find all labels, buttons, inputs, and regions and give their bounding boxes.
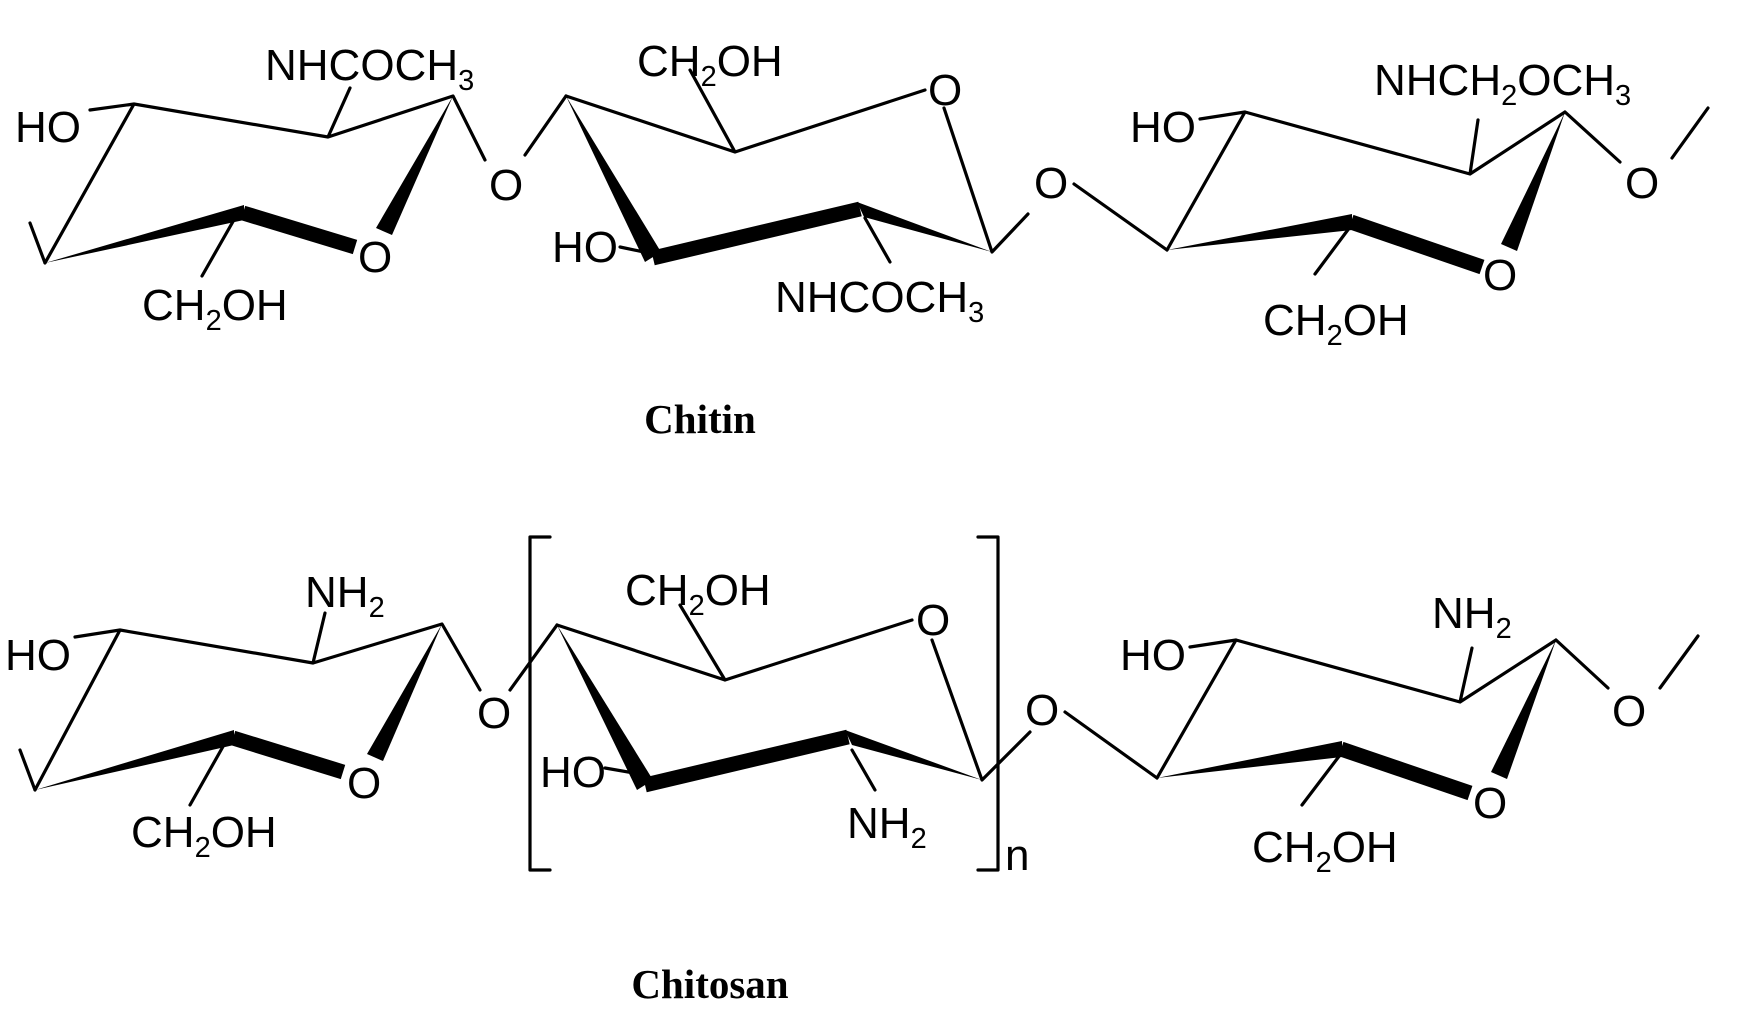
chitin-ring3-ch2oh-label: CH2OH [1263, 296, 1409, 352]
chitin-ring1-ho-label: HO [15, 103, 81, 152]
chitosan-structure: HO NH2 O CH2OH O n CH2OH O HO NH2 O [5, 535, 1700, 1007]
chitosan-ring-2: CH2OH O HO NH2 [540, 566, 1032, 855]
chitin-ring3-bold-bond [1348, 214, 1485, 275]
chitin-ring3-wedge-back [1167, 214, 1352, 250]
chitosan-ring1-bonds [18, 611, 482, 807]
chitosan-ring2-bold-bond [643, 729, 850, 793]
chitin-ring2-ch2oh-label: CH2OH [637, 37, 783, 93]
chitosan-link2-bond [1063, 710, 1159, 780]
chitin-ring1-wedge-back [45, 205, 244, 263]
chitosan-ring1-ch2oh-label: CH2OH [131, 808, 277, 864]
chitosan-ring3-wedge-back [1157, 741, 1342, 778]
chitosan-ring2-oxygen-label: O [916, 596, 950, 645]
chitin-ring3-ho-label: HO [1130, 103, 1196, 152]
chitosan-ring3-wedge-front [1491, 640, 1556, 779]
chitosan-ring3-nh2-label: NH2 [1432, 589, 1512, 645]
chitosan-ring2-ch2oh-label: CH2OH [625, 566, 771, 622]
chitosan-ring-3: HO NH2 O CH2OH O [1120, 589, 1700, 879]
chitosan-ring1-oxygen-label: O [347, 759, 381, 808]
chitosan-terminal-oxygen: O [1612, 687, 1646, 736]
chitin-ring2-ho-label: HO [552, 223, 618, 272]
chitosan-ring3-bold-bond [1338, 741, 1473, 801]
chitosan-ring3-bonds [1155, 634, 1700, 807]
chitin-ring-2: CH2OH O HO NHCOCH3 [552, 37, 1030, 329]
chitosan-ring2-nh2-label: NH2 [847, 799, 927, 855]
chitosan-ring3-oxygen-label: O [1473, 779, 1507, 828]
chitosan-ring1-wedge-front [367, 624, 442, 761]
chitin-ring-3: HO NHCH2OCH3 O CH2OH O [1130, 56, 1710, 352]
chitosan-ring1-bold-bond [230, 730, 346, 780]
chitin-ring2-bold-bond [651, 201, 862, 266]
chitin-ring3-wedge-front [1501, 112, 1565, 251]
chitin-ring3-nhch2och3-label: NHCH2OCH3 [1374, 56, 1631, 112]
chitosan-ring1-ho-label: HO [5, 631, 71, 680]
chitin-link1-bond [523, 94, 568, 157]
chitin-ring1-bonds [28, 86, 487, 278]
chitosan-repeat-n: n [1005, 831, 1029, 880]
chitin-ring3-oxygen-label: O [1483, 251, 1517, 300]
chitin-title: Chitin [644, 396, 756, 442]
chitin-glycosidic-oxygen-1: O [489, 161, 523, 210]
chitin-ring-1: HO NHCOCH3 O CH2OH [15, 41, 487, 337]
chitosan-title: Chitosan [631, 961, 788, 1007]
chitin-link2-bond [1072, 182, 1169, 252]
chitosan-ring3-ho-label: HO [1120, 631, 1186, 680]
chitin-ring2-wedge-right [857, 202, 992, 252]
chitosan-link1-bond [508, 623, 559, 692]
chitin-ring3-bonds [1165, 106, 1710, 276]
chitosan-ring2-wedge-back [557, 625, 653, 790]
chitin-ring2-oxygen-label: O [928, 66, 962, 115]
chitosan-ring-1: HO NH2 O CH2OH [5, 568, 482, 864]
chitosan-left-bracket [528, 535, 552, 872]
chitosan-ring1-wedge-back [35, 730, 234, 790]
chitin-ring1-ch2oh-label: CH2OH [142, 281, 288, 337]
chitin-structure: HO NHCOCH3 O CH2OH O CH2OH O HO NHCOCH3 … [15, 37, 1710, 442]
chitin-terminal-oxygen: O [1625, 159, 1659, 208]
chitosan-ring2-ho-label: HO [540, 748, 606, 797]
chitosan-ring1-nh2-label: NH2 [305, 568, 385, 624]
chitosan-ring3-ch2oh-label: CH2OH [1252, 823, 1398, 879]
chitin-ring1-wedge-front [376, 96, 453, 235]
chitosan-right-bracket [976, 535, 1000, 872]
chitosan-glycosidic-oxygen-2: O [1025, 686, 1059, 735]
chitin-ring1-oxygen-label: O [358, 233, 392, 282]
chitin-ring2-wedge-back [566, 96, 661, 262]
chitin-ring1-nhcoch3-label: NHCOCH3 [265, 41, 474, 97]
chitin-ring1-bold-bond [240, 205, 358, 255]
chitosan-ring2-wedge-right [845, 730, 982, 780]
chitin-glycosidic-oxygen-2: O [1034, 159, 1068, 208]
chitin-ring2-nhcoch3-label: NHCOCH3 [775, 273, 984, 329]
chitosan-glycosidic-oxygen-1: O [477, 689, 511, 738]
